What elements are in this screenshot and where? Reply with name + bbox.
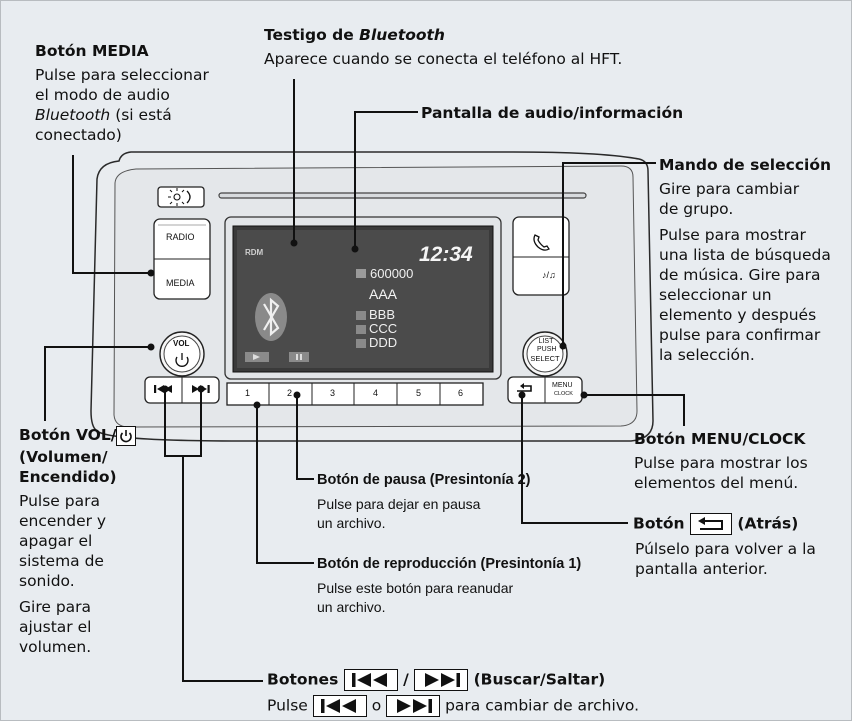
vol-callout-desc-2: encender y <box>19 512 107 530</box>
selector-callout-desc-8: pulse para confirmar <box>659 326 821 344</box>
pause-callout-title: Botón de pausa (Presintonía 2) <box>317 472 531 488</box>
screen-status: RDM <box>245 248 264 257</box>
vol-callout-desc-6: Gire para <box>19 598 92 616</box>
selector-callout-desc-4: una lista de búsqueda <box>659 246 831 264</box>
power-icon <box>116 425 137 446</box>
selector-callout-desc-7: elemento y después <box>659 306 817 324</box>
clock-button-label: CLOCK <box>554 391 573 397</box>
seek-back-icon-inline <box>312 695 367 717</box>
media-button-label: MEDIA <box>166 278 195 288</box>
media-callout-desc-4: conectado) <box>35 126 122 144</box>
seek-callout-desc: Pulse o para cambiar de archivo. <box>267 695 639 717</box>
preset-5-button[interactable]: 5 <box>416 388 422 398</box>
play-callout-desc-1: Pulse este botón para reanudar <box>317 580 514 596</box>
vol-callout-title-2: (Volumen/ <box>19 448 108 466</box>
seek-forward-icon <box>414 669 469 691</box>
screen-track-number: 600000 <box>370 266 414 281</box>
menu-callout-desc-1: Pulse para mostrar los <box>634 454 808 472</box>
media-callout-desc-1: Pulse para seleccionar <box>35 66 209 84</box>
selector-callout-title: Mando de selección <box>659 156 831 174</box>
pause-callout-desc-2: un archivo. <box>317 515 386 531</box>
play-callout-desc-2: un archivo. <box>317 599 386 615</box>
vol-callout-desc-1: Pulse para <box>19 492 100 510</box>
menu-button-label: MENU <box>552 382 573 389</box>
vol-callout-title: Botón VOL/ <box>19 425 137 446</box>
media-callout-title: Botón MEDIA <box>35 42 149 60</box>
screen-title: AAA <box>369 286 398 302</box>
bluetooth-callout-title: Testigo de Bluetooth <box>264 26 445 44</box>
back-arrow-icon <box>689 513 732 535</box>
menu-callout-desc-2: elementos del menú. <box>634 474 799 492</box>
screen-clock: 12:34 <box>419 243 473 266</box>
selector-callout-desc-5: de música. Gire para <box>659 266 821 284</box>
preset-3-button[interactable]: 3 <box>330 388 336 398</box>
preset-1-button[interactable]: 1 <box>245 388 251 398</box>
back-callout-desc-2: pantalla anterior. <box>635 560 768 578</box>
media-callout-desc-2: el modo de audio <box>35 86 170 104</box>
menu-callout-title: Botón MENU/CLOCK <box>634 430 806 448</box>
select-knob-label-2: SELECT <box>530 354 560 363</box>
selector-callout-desc-6: seleccionar un <box>659 286 772 304</box>
vol-callout-desc-7: ajustar el <box>19 618 92 636</box>
pause-callout-desc-1: Pulse para dejar en pausa <box>317 496 481 512</box>
selector-callout-desc-3: Pulse para mostrar <box>659 226 806 244</box>
play-callout-title: Botón de reproducción (Presintonía 1) <box>317 556 582 572</box>
vol-callout-desc-3: apagar el <box>19 532 93 550</box>
screen-row-2: CCC <box>369 321 398 336</box>
vol-callout-desc-5: sonido. <box>19 572 75 590</box>
seek-forward-icon-inline <box>386 695 441 717</box>
back-callout-desc-1: Púlselo para volver a la <box>635 540 816 558</box>
vol-callout-desc-8: volumen. <box>19 638 92 656</box>
preset-6-button[interactable]: 6 <box>458 388 464 398</box>
seek-callout-title: Botones / (Buscar/Saltar) <box>267 669 605 691</box>
selector-callout-desc-1: Gire para cambiar <box>659 180 800 198</box>
vol-callout-desc-4: sistema de <box>19 552 104 570</box>
bluetooth-callout-desc: Aparece cuando se conecta el teléfono al… <box>264 50 623 68</box>
music-note-icon: ♪/♫ <box>542 270 556 280</box>
preset-4-button[interactable]: 4 <box>373 388 379 398</box>
display-callout-title: Pantalla de audio/información <box>421 104 684 122</box>
vol-knob-label: VOL <box>173 339 190 348</box>
selector-callout-desc-2: de grupo. <box>659 200 734 218</box>
screen-row-1: BBB <box>369 307 396 322</box>
seek-back-icon <box>343 669 398 691</box>
media-callout-desc-3: Bluetooth (si está <box>35 106 172 124</box>
radio-button-label: RADIO <box>166 232 195 242</box>
selector-callout-desc-9: la selección. <box>659 346 755 364</box>
vol-callout-title-3: Encendido) <box>19 468 117 486</box>
preset-2-button[interactable]: 2 <box>287 388 293 398</box>
screen-row-3: DDD <box>369 335 398 350</box>
back-callout-title: Botón (Atrás) <box>633 513 798 535</box>
